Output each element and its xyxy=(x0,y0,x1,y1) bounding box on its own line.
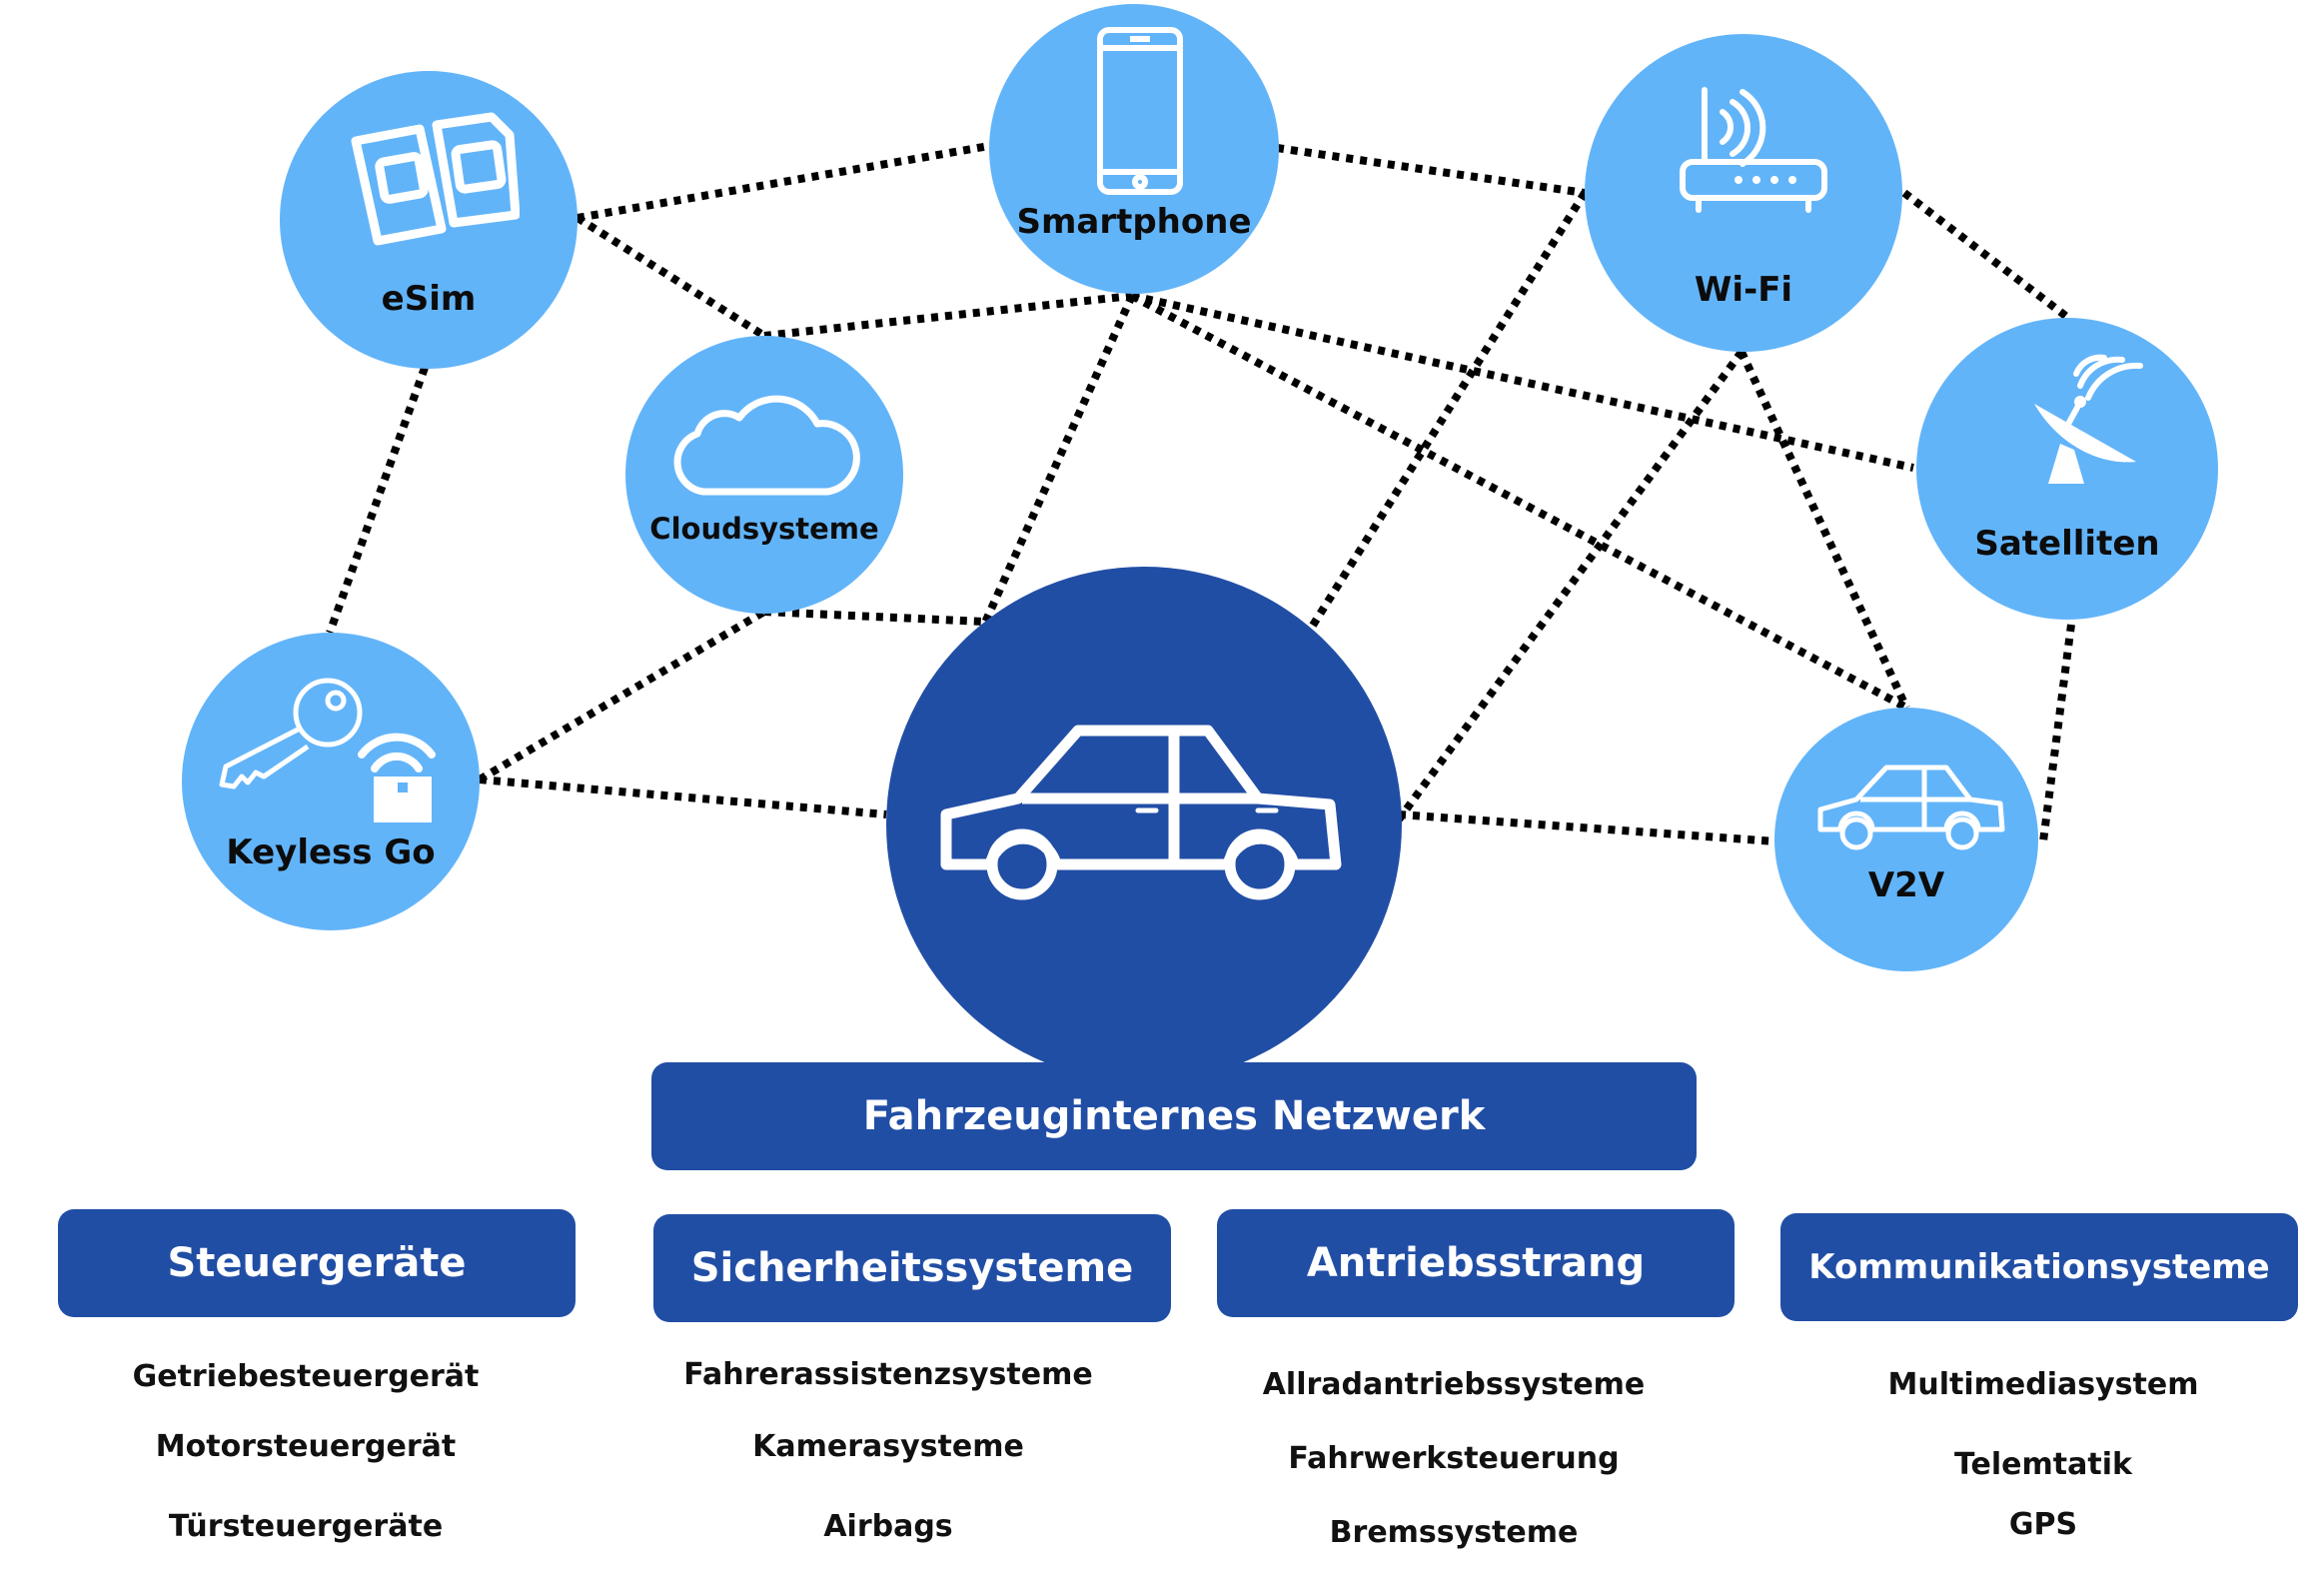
link-keyless-car xyxy=(479,776,887,818)
antriebsstrang-items: Allradantriebssysteme Fahrwerksteuerung … xyxy=(1199,1367,1709,1567)
smartphone-label: Smartphone xyxy=(1016,202,1252,242)
category-steuergeraete: Steuergeräte xyxy=(58,1209,576,1317)
link-wifi-satellite xyxy=(1901,189,2071,322)
keyless-go-label: Keyless Go xyxy=(226,832,436,872)
v2v-label: V2V xyxy=(1867,865,1945,905)
esim-node: eSim xyxy=(280,71,578,369)
link-wifi-car xyxy=(1305,190,1589,635)
satellite-dish-icon xyxy=(2034,354,2143,484)
cloud-icon xyxy=(673,395,860,496)
list-item: Motorsteuergerät xyxy=(155,1429,457,1464)
wifi-label: Wi-Fi xyxy=(1694,270,1793,310)
link-smartphone-wifi xyxy=(1276,144,1586,197)
category-antriebsstrang: Antriebsstrang xyxy=(1217,1209,1735,1317)
link-cloud-car xyxy=(763,608,985,626)
cloudsysteme-label: Cloudsysteme xyxy=(649,512,879,546)
key-icon xyxy=(219,678,436,822)
sim-card-icon xyxy=(351,112,520,246)
list-item: GPS xyxy=(2008,1507,2078,1542)
list-item: Fahrerassistenzsysteme xyxy=(683,1357,1093,1392)
v2v-node: V2V xyxy=(1774,708,2038,971)
link-esim-keyless xyxy=(326,366,429,635)
link-wifi-v2v xyxy=(1738,350,1910,710)
link-cloud-smartphone xyxy=(763,292,1133,340)
router-icon xyxy=(1680,87,1827,213)
wifi-node: Wi-Fi xyxy=(1585,34,1902,352)
satelliten-node: Satelliten xyxy=(1916,318,2218,620)
cloudsysteme-node: Cloudsysteme xyxy=(625,336,903,614)
link-car-v2v xyxy=(1398,810,1776,845)
kommunikationsysteme-items: Multimediasystem Telemtatik GPS xyxy=(1788,1367,2298,1567)
list-item: Multimediasystem xyxy=(1887,1367,2199,1402)
steuergeraete-items: Getriebesteuergerät Motorsteuergerät Tür… xyxy=(58,1359,554,1559)
vehicle-node xyxy=(886,567,1402,1082)
category-sicherheitssysteme: Sicherheitssysteme xyxy=(653,1214,1171,1322)
keyless-go-node: Keyless Go xyxy=(182,633,480,930)
link-esim-cloud xyxy=(575,214,767,340)
list-item: Getriebesteuergerät xyxy=(132,1359,480,1394)
list-item: Kamerasysteme xyxy=(752,1429,1024,1464)
smartphone-node: Smartphone xyxy=(989,4,1279,294)
network-title-bar: Fahrzeuginternes Netzwerk xyxy=(651,1062,1697,1170)
list-item: Airbags xyxy=(823,1509,953,1544)
link-smartphone-car xyxy=(980,294,1136,627)
esim-label: eSim xyxy=(381,279,477,319)
list-item: Allradantriebssysteme xyxy=(1262,1367,1646,1402)
sicherheitssysteme-items: Fahrerassistenzsysteme Kamerasysteme Air… xyxy=(633,1357,1143,1557)
link-keyless-cloud xyxy=(477,608,767,784)
car-icon xyxy=(940,725,1342,900)
link-wifi-car-lower xyxy=(1395,349,1745,822)
list-item: Telemtatik xyxy=(1954,1447,2132,1482)
link-satellite-v2v xyxy=(2039,624,2075,842)
satelliten-label: Satelliten xyxy=(1974,524,2160,564)
smartphone-icon xyxy=(1097,27,1183,195)
list-item: Fahrwerksteuerung xyxy=(1288,1441,1620,1476)
category-kommunikationsysteme: Kommunikationsysteme xyxy=(1780,1213,2298,1321)
list-item: Türsteuergeräte xyxy=(168,1509,444,1544)
car-icon xyxy=(1817,765,2005,850)
link-smartphone-v2v xyxy=(1130,292,1908,712)
link-esim-smartphone xyxy=(577,142,990,222)
list-item: Bremssysteme xyxy=(1329,1515,1579,1550)
